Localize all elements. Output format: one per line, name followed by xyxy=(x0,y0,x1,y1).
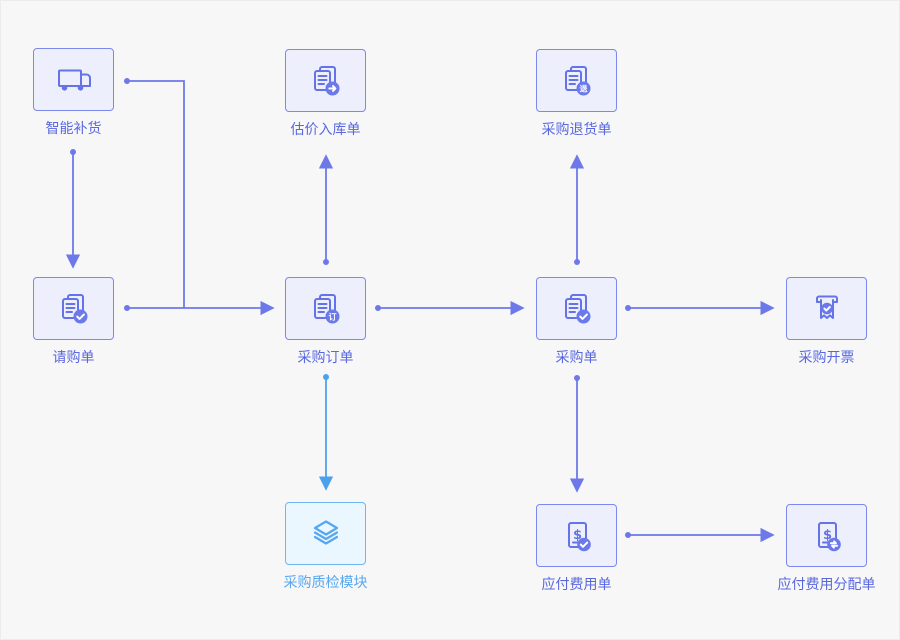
node-label: 智能补货 xyxy=(45,121,102,137)
node-box[interactable]: $ xyxy=(786,504,867,567)
dollar-glyph: $ xyxy=(823,528,832,543)
edge-purchase-receipt-to-payable-bill xyxy=(569,375,585,493)
return-badge-char: 退 xyxy=(579,84,587,93)
node-box[interactable] xyxy=(285,502,366,565)
edge-payable-bill-to-allocation xyxy=(625,527,775,543)
node-box[interactable] xyxy=(786,277,867,340)
document-return-icon: 退 xyxy=(564,65,590,95)
document-order-icon: 订 xyxy=(313,293,339,323)
node-purchase-requisition[interactable]: 请购单 xyxy=(33,277,114,368)
edge-replenishment-to-requisition xyxy=(65,149,81,269)
node-label: 采购单 xyxy=(555,350,598,366)
node-purchase-return-order[interactable]: 退 采购退货单 xyxy=(536,49,617,140)
bill-allocation-icon: $ xyxy=(817,521,841,551)
document-check-icon xyxy=(61,293,87,323)
node-purchase-qc-module[interactable]: 采购质检模块 xyxy=(283,502,368,593)
node-box[interactable] xyxy=(33,277,114,340)
node-label: 采购开票 xyxy=(798,350,855,366)
node-box[interactable] xyxy=(536,277,617,340)
node-payable-expense-allocation[interactable]: $ 应付费用分配单 xyxy=(778,504,876,595)
edge-purchase-receipt-to-invoicing xyxy=(625,300,775,316)
node-payable-expense-bill[interactable]: $ 应付费用单 xyxy=(536,504,617,595)
edge-purchase-receipt-to-return-order xyxy=(569,154,585,265)
node-purchase-invoicing[interactable]: 采购开票 xyxy=(786,277,867,368)
invoice-check-icon xyxy=(815,295,838,319)
node-label: 采购质检模块 xyxy=(283,575,368,591)
layers-icon xyxy=(313,519,338,545)
edge-requisition-to-purchase-order xyxy=(124,300,275,316)
edge-purchase-order-to-estimated-inbound xyxy=(318,154,334,265)
node-box[interactable]: 订 xyxy=(285,277,366,340)
edge-replenishment-to-purchase-order xyxy=(124,78,185,308)
node-estimated-inbound-order[interactable]: 估价入库单 xyxy=(285,49,366,140)
edge-purchase-order-to-purchase-receipt xyxy=(375,300,525,316)
node-purchase-order[interactable]: 订 采购订单 xyxy=(285,277,366,368)
bill-check-icon: $ xyxy=(567,521,591,551)
node-box[interactable]: 退 xyxy=(536,49,617,112)
order-badge-char: 订 xyxy=(328,311,336,321)
truck-icon xyxy=(57,69,91,91)
node-label: 应付费用分配单 xyxy=(777,577,876,593)
node-box[interactable] xyxy=(33,48,114,111)
document-arrow-icon xyxy=(313,65,339,95)
node-purchase-receipt[interactable]: 采购单 xyxy=(536,277,617,368)
edge-purchase-order-to-qc-module xyxy=(318,374,334,491)
node-box[interactable] xyxy=(285,49,366,112)
node-label: 请购单 xyxy=(52,350,95,366)
node-box[interactable]: $ xyxy=(536,504,617,567)
node-label: 采购退货单 xyxy=(541,122,612,138)
dollar-glyph: $ xyxy=(573,528,582,543)
node-label: 估价入库单 xyxy=(290,122,361,138)
document-check-icon xyxy=(564,293,590,323)
node-smart-replenishment[interactable]: 智能补货 xyxy=(33,48,114,139)
node-label: 采购订单 xyxy=(297,350,354,366)
node-label: 应付费用单 xyxy=(541,577,612,593)
